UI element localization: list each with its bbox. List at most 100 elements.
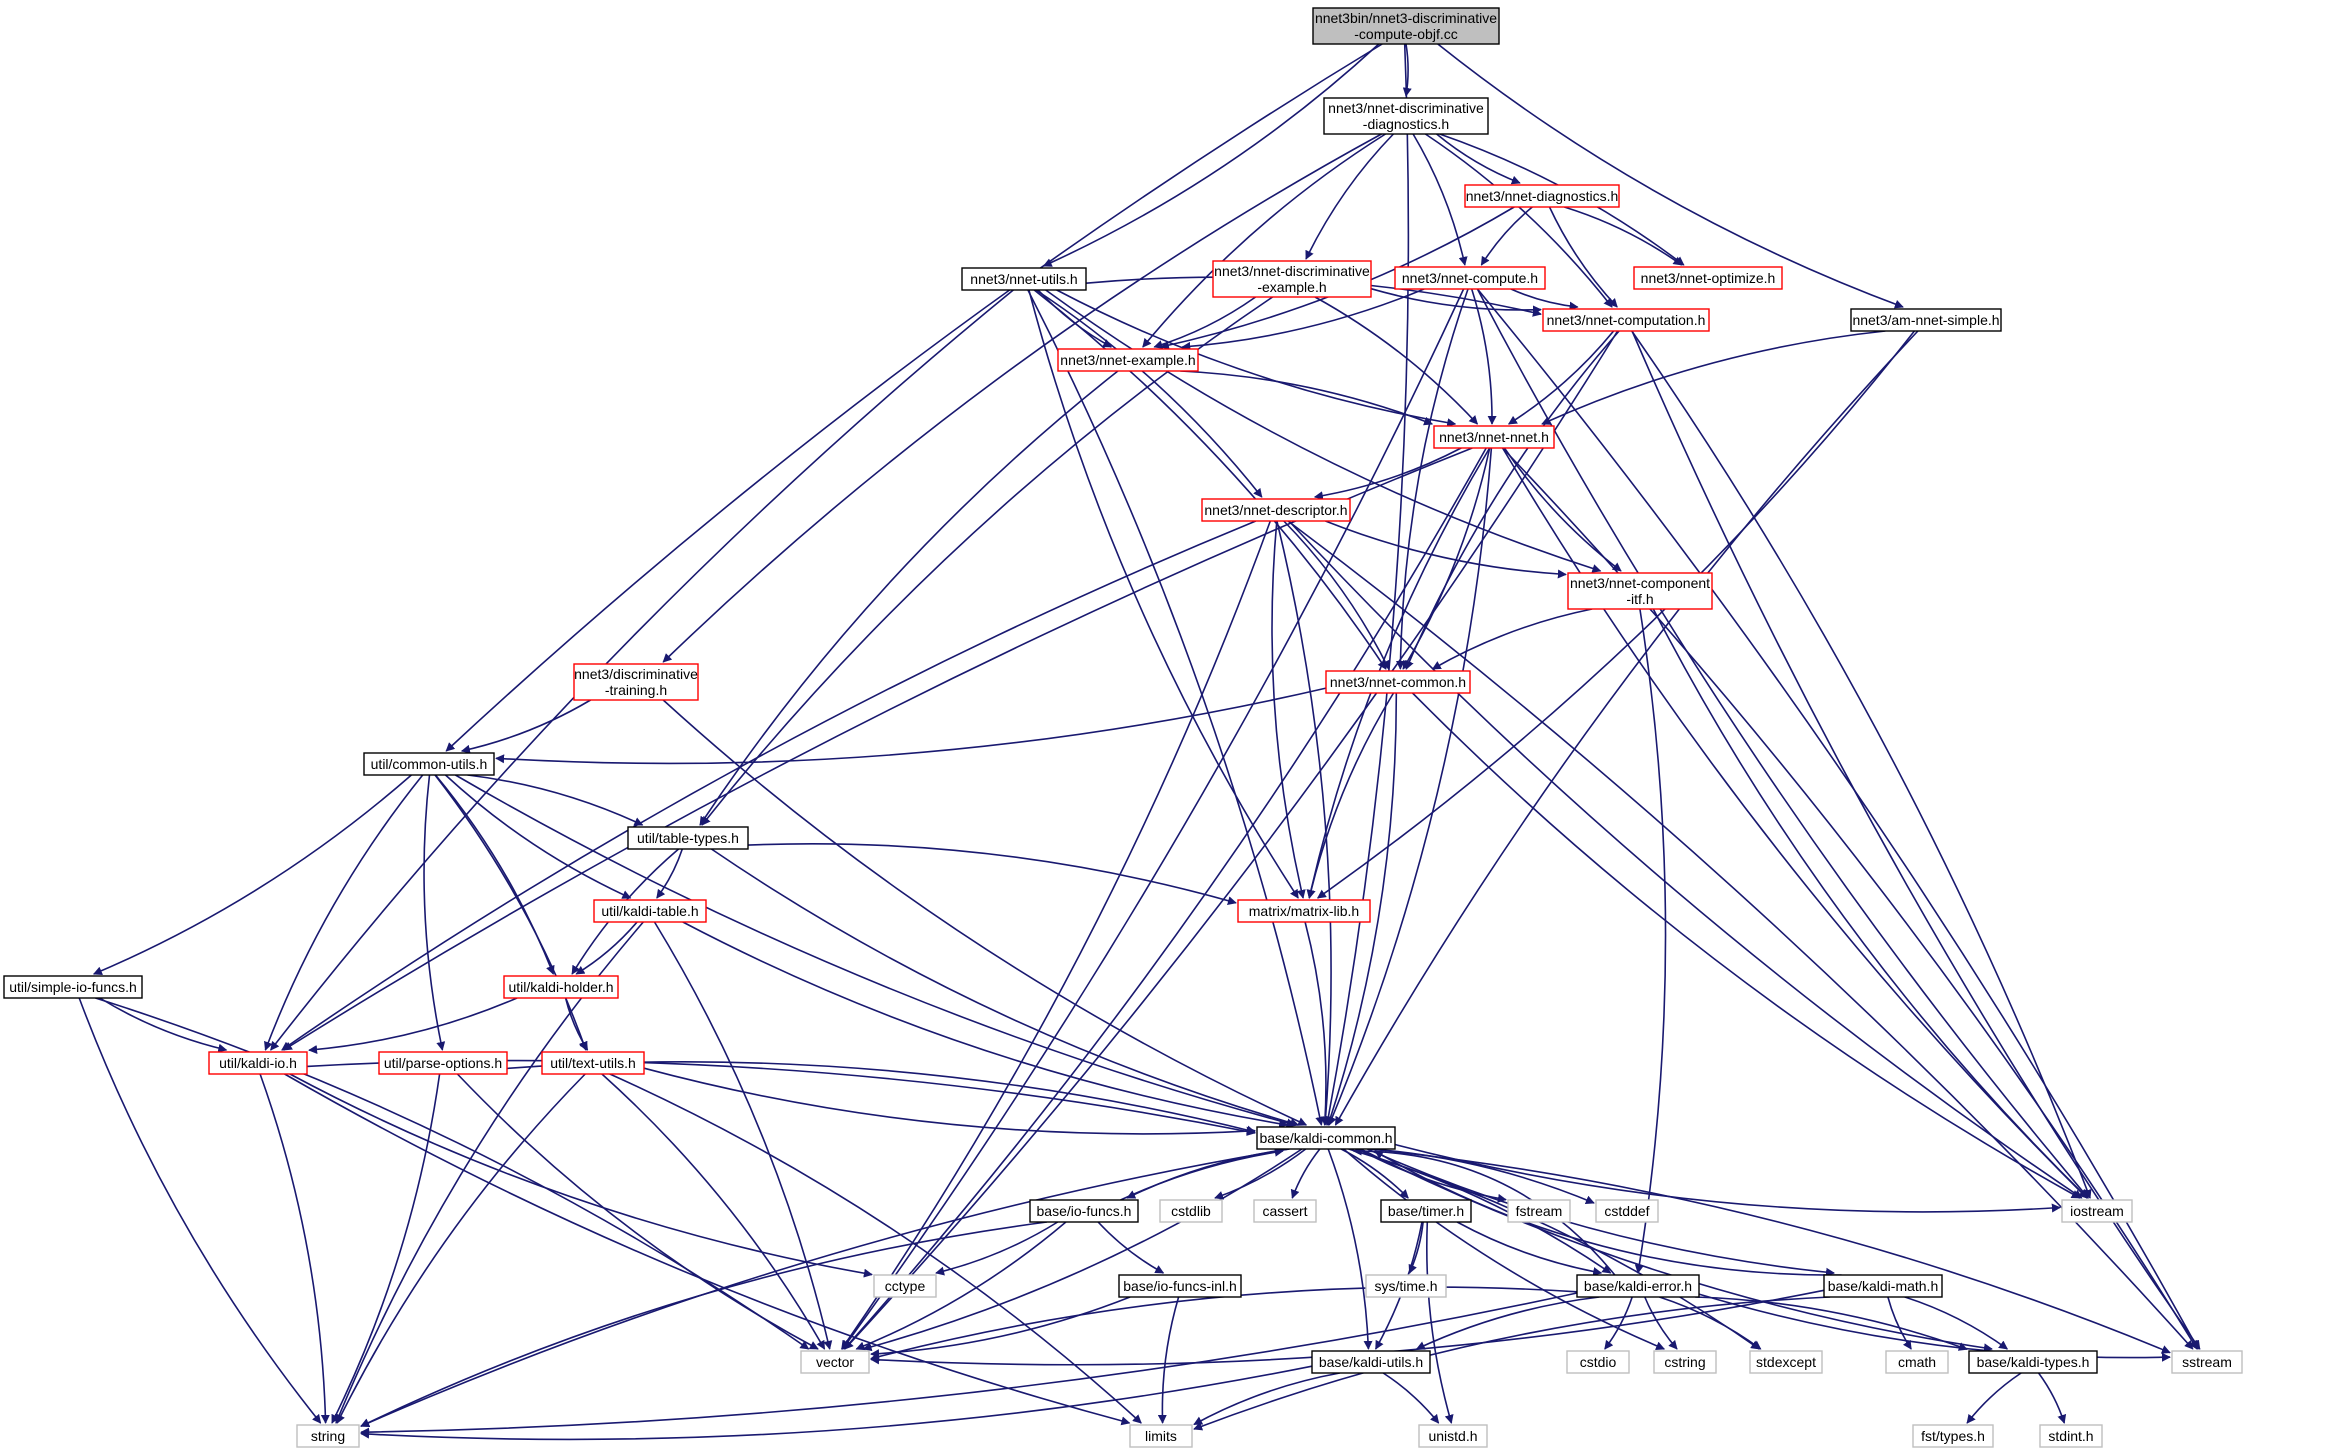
- node-compitf[interactable]: nnet3/nnet-component-itf.h: [1567, 572, 1713, 610]
- node-diagnostics[interactable]: nnet3/nnet-diagnostics.h: [1464, 184, 1620, 208]
- edge-simpleio-to-vector: [95, 997, 810, 1350]
- node-box-iofuncs: [1029, 1199, 1139, 1223]
- node-label-kaldimath: base/kaldi-math.h: [1828, 1278, 1939, 1294]
- edge-compute-to-example: [1181, 288, 1425, 351]
- edge-commonutils-to-tabletypes: [467, 774, 644, 826]
- node-descriptor[interactable]: nnet3/nnet-descriptor.h: [1201, 498, 1351, 522]
- edge-kaldicommon-to-stdexcept: [1348, 1148, 1761, 1350]
- node-label-discexample: nnet3/nnet-discriminative: [1214, 263, 1370, 279]
- node-kalditable[interactable]: util/kaldi-table.h: [593, 899, 707, 923]
- node-iostream: iostream: [2061, 1199, 2133, 1223]
- node-kaldiio[interactable]: util/kaldi-io.h: [208, 1051, 308, 1075]
- node-kaldimath[interactable]: base/kaldi-math.h: [1823, 1274, 1943, 1298]
- node-box-vector: [800, 1350, 870, 1374]
- node-commonutils[interactable]: util/common-utils.h: [363, 752, 495, 776]
- node-label-unistd: unistd.h: [1428, 1428, 1477, 1444]
- edge-root-to-commonutils: [445, 43, 1383, 752]
- node-kaldierror[interactable]: base/kaldi-error.h: [1576, 1274, 1700, 1298]
- edge-descriptor-to-matrixlib: [1271, 520, 1306, 899]
- node-box-commonutils: [363, 752, 495, 776]
- edge-common-to-commonutils: [495, 687, 1327, 765]
- node-label-common: nnet3/nnet-common.h: [1330, 674, 1466, 690]
- node-label-string: string: [311, 1428, 345, 1444]
- node-kaldicommon[interactable]: base/kaldi-common.h: [1256, 1126, 1396, 1150]
- edge-descriptor-to-iostream: [1288, 520, 2083, 1199]
- node-iofuncsinl[interactable]: base/io-funcs-inl.h: [1118, 1274, 1242, 1298]
- node-box-nnet: [1433, 425, 1555, 449]
- node-label-cstring: cstring: [1664, 1354, 1705, 1370]
- node-matrixlib[interactable]: matrix/matrix-lib.h: [1237, 899, 1371, 923]
- node-discexample[interactable]: nnet3/nnet-discriminative-example.h: [1212, 260, 1372, 298]
- node-textutils[interactable]: util/text-utils.h: [541, 1051, 645, 1075]
- node-tabletypes[interactable]: util/table-types.h: [627, 826, 749, 850]
- edge-kaldierror-to-kalditypes: [1695, 1296, 1968, 1351]
- edge-kaldimath-to-kaldicommon: [1374, 1150, 1842, 1276]
- node-box-cassert: [1253, 1199, 1317, 1223]
- edge-diagh-to-compute: [1412, 133, 1468, 266]
- node-computation[interactable]: nnet3/nnet-computation.h: [1542, 308, 1710, 332]
- node-cstddef: cstddef: [1595, 1199, 1659, 1223]
- edge-kaldicommon-to-string: [360, 1148, 1290, 1427]
- edge-descriptor-to-common: [1283, 520, 1390, 670]
- node-box-cstddef: [1595, 1199, 1659, 1223]
- node-parseopts[interactable]: util/parse-options.h: [378, 1051, 508, 1075]
- node-optimize[interactable]: nnet3/nnet-optimize.h: [1633, 266, 1783, 290]
- edge-amsimple-to-nnet: [1541, 330, 1886, 425]
- node-box-stdint: [2039, 1424, 2103, 1448]
- node-label-kaldierror: base/kaldi-error.h: [1584, 1278, 1692, 1294]
- node-box-sstream: [2171, 1350, 2243, 1374]
- node-box-cstdlib: [1159, 1199, 1223, 1223]
- edge-kaldiio-to-limits: [284, 1073, 1131, 1426]
- dependency-edges: [78, 43, 2201, 1441]
- node-vector: vector: [800, 1350, 870, 1374]
- edge-simpleio-to-string: [78, 997, 322, 1424]
- node-label-tabletypes: util/table-types.h: [637, 830, 739, 846]
- node-label-compitf: nnet3/nnet-component: [1570, 575, 1710, 591]
- edge-compitf-to-kaldierror: [1634, 608, 1667, 1274]
- node-box-descriptor: [1201, 498, 1351, 522]
- edge-kaldicommon-to-cstdlib: [1214, 1148, 1307, 1200]
- node-example[interactable]: nnet3/nnet-example.h: [1057, 348, 1199, 372]
- edge-kaldiio-to-string: [259, 1073, 330, 1424]
- node-iofuncs[interactable]: base/io-funcs.h: [1029, 1199, 1139, 1223]
- node-box-timer: [1380, 1199, 1472, 1223]
- node-box-cstdio: [1566, 1350, 1630, 1374]
- node-label-iofuncs: base/io-funcs.h: [1037, 1203, 1132, 1219]
- node-limits: limits: [1129, 1424, 1193, 1448]
- edge-descriptor-to-compitf: [1325, 520, 1567, 579]
- node-nnet[interactable]: nnet3/nnet-nnet.h: [1433, 425, 1555, 449]
- edge-compitf-to-iostream: [1652, 608, 2089, 1199]
- node-compute[interactable]: nnet3/nnet-compute.h: [1394, 266, 1546, 290]
- node-stdexcept: stdexcept: [1749, 1350, 1823, 1374]
- node-amsimple[interactable]: nnet3/am-nnet-simple.h: [1850, 308, 2002, 332]
- edge-textutils-to-vector: [601, 1073, 826, 1350]
- node-stdint: stdint.h: [2039, 1424, 2103, 1448]
- node-box-systime: [1365, 1274, 1447, 1298]
- node-label-timer: base/timer.h: [1388, 1203, 1464, 1219]
- edge-disctrain-to-commonutils: [460, 699, 592, 754]
- node-label-computation: nnet3/nnet-computation.h: [1547, 312, 1706, 328]
- node-utils[interactable]: nnet3/nnet-utils.h: [961, 267, 1087, 291]
- edge-kaldimath-to-kalditypes: [1904, 1296, 2009, 1350]
- edge-descriptor-to-sstream: [1287, 520, 2194, 1350]
- node-holder[interactable]: util/kaldi-holder.h: [503, 975, 619, 999]
- node-label-optimize: nnet3/nnet-optimize.h: [1641, 270, 1776, 286]
- edge-matrixlib-to-kaldicommon: [1304, 921, 1330, 1126]
- node-kalditypes[interactable]: base/kaldi-types.h: [1968, 1350, 2098, 1374]
- edge-iofuncs-to-kaldicommon: [1120, 1147, 1284, 1201]
- node-kaldiutils[interactable]: base/kaldi-utils.h: [1311, 1350, 1431, 1374]
- node-box-simpleio: [3, 975, 143, 999]
- node-box-root: [1312, 7, 1500, 45]
- edge-iofuncsinl-to-vector: [870, 1296, 1131, 1359]
- node-timer[interactable]: base/timer.h: [1380, 1199, 1472, 1223]
- node-label-commonutils: util/common-utils.h: [371, 756, 488, 772]
- node-disctrain[interactable]: nnet3/discriminative-training.h: [573, 663, 699, 701]
- node-simpleio[interactable]: util/simple-io-funcs.h: [3, 975, 143, 999]
- node-box-cctype: [873, 1274, 937, 1298]
- edge-nnet-to-vector: [843, 447, 1487, 1350]
- node-root[interactable]: nnet3bin/nnet3-discriminative-compute-ob…: [1312, 7, 1500, 45]
- node-box-kaldierror: [1576, 1274, 1700, 1298]
- node-diagh[interactable]: nnet3/nnet-discriminative-diagnostics.h: [1323, 97, 1489, 135]
- node-common[interactable]: nnet3/nnet-common.h: [1325, 670, 1471, 694]
